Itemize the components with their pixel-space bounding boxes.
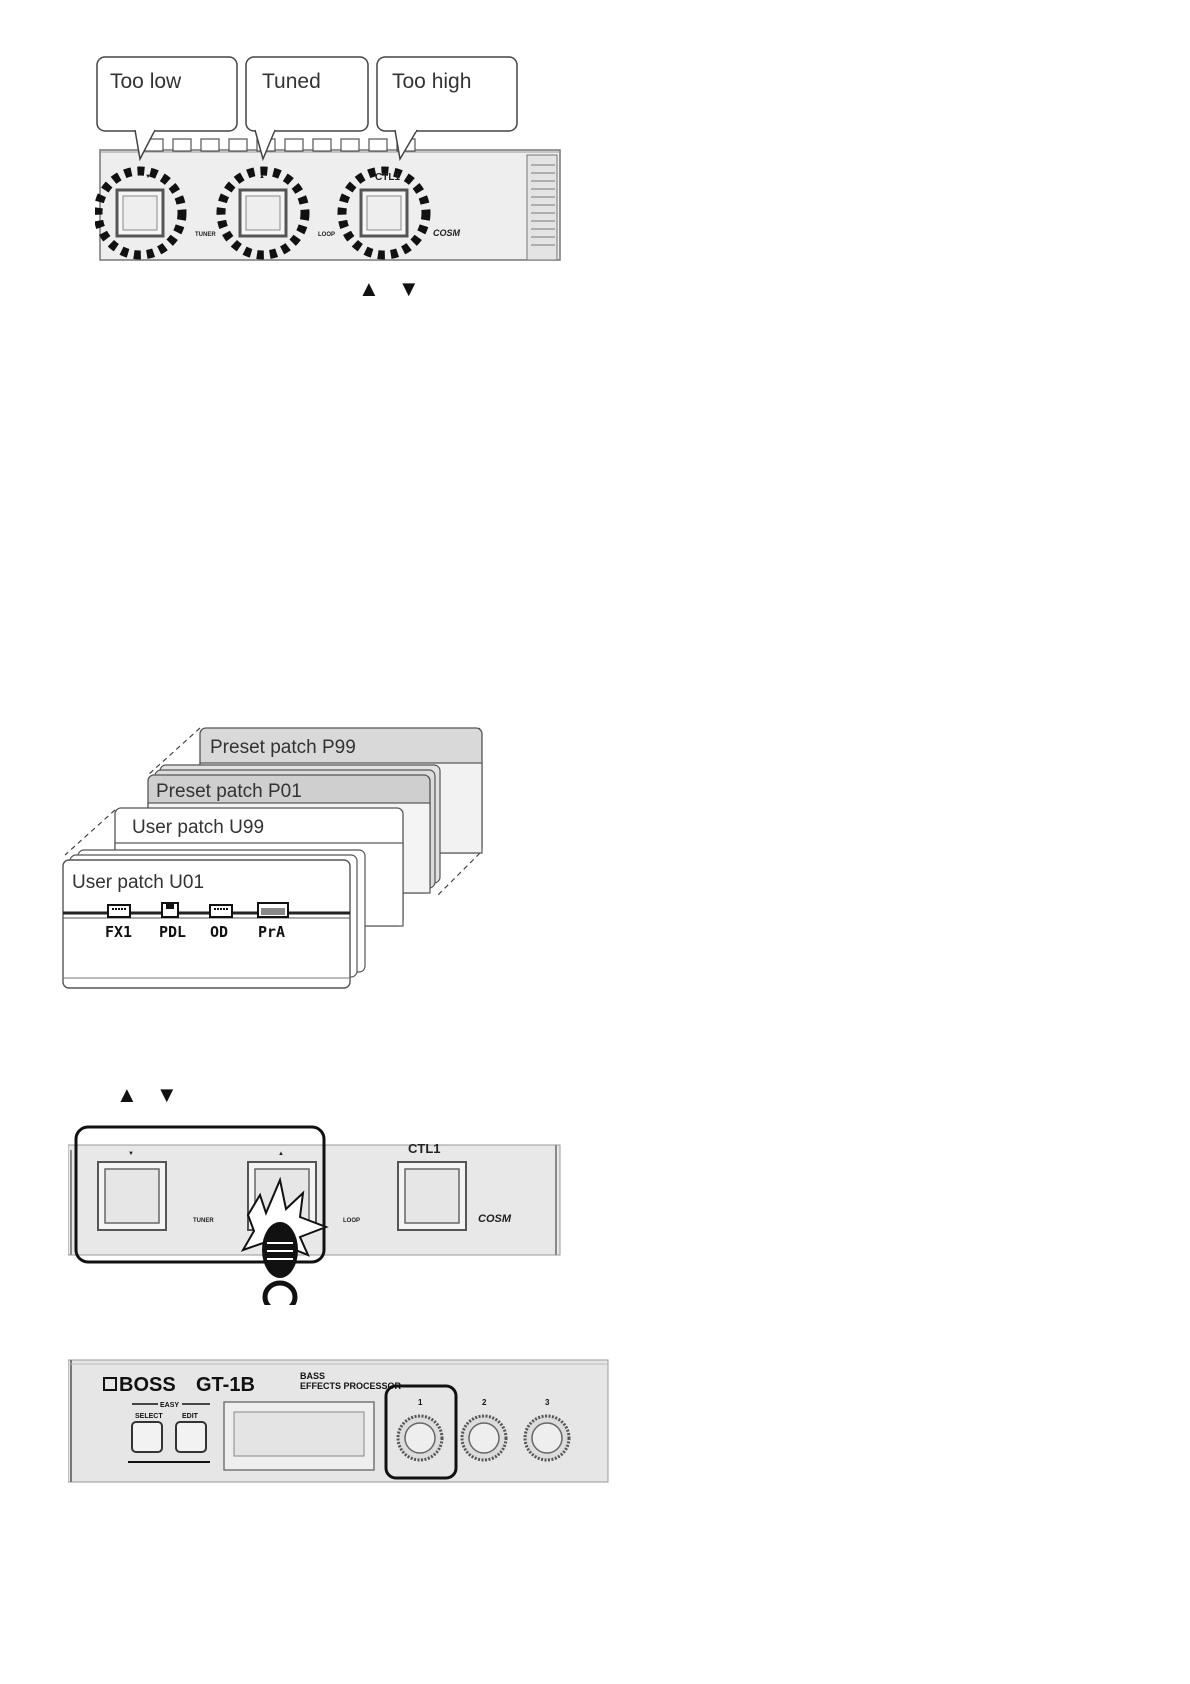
loop-label: LOOP — [318, 232, 335, 238]
panel-figure: BOSS GT-1B BASS EFFECTS PROCESSOR EASY S… — [68, 1358, 613, 1486]
callout-too-low-text: Too low — [110, 70, 182, 93]
up-mark: ▲ — [259, 174, 265, 180]
knob-2 — [462, 1416, 506, 1460]
callout-too-high: Too high — [377, 57, 517, 159]
callout-tuned-text: Tuned — [262, 70, 321, 93]
tuner-label: TUNER — [195, 232, 216, 238]
patch-u01: User patch U01 FX1 PDL OD PrA — [63, 860, 350, 988]
foot-icon — [262, 1222, 298, 1305]
select-button — [132, 1422, 162, 1452]
switch-figure: ▼ ▲ CTL1 TUNER LOOP COSM — [68, 1125, 568, 1305]
overdrive-icon-label: OD — [210, 923, 228, 941]
pedal-icon-label: PDL — [159, 923, 186, 941]
tuner-figure: ▼ ▲ CTL1 TUNER LOOP COSM Too low Tuned T… — [95, 55, 565, 315]
switch-pedal-ctl1 — [398, 1162, 466, 1230]
knob-1 — [398, 1416, 442, 1460]
patch-u01-label: User patch U01 — [72, 872, 204, 893]
switch-loop-label: LOOP — [343, 1218, 360, 1224]
fx-icon — [108, 905, 130, 917]
switch-pedal-down — [98, 1162, 166, 1230]
model-name: GT-1B — [196, 1374, 255, 1396]
edit-label: EDIT — [182, 1413, 199, 1420]
easy-label: EASY — [160, 1402, 179, 1409]
switch-tuner-label: TUNER — [193, 1218, 214, 1224]
select-label: SELECT — [135, 1413, 163, 1420]
subtitle-line1: BASS — [300, 1371, 325, 1381]
preamp-icon-label: PrA — [258, 923, 285, 941]
edit-button — [176, 1422, 206, 1452]
pedal-icon — [162, 903, 178, 917]
switch-arrows-caption: ▲ ▼ — [116, 1082, 184, 1108]
brand-name: BOSS — [119, 1374, 176, 1396]
patch-p99-label: Preset patch P99 — [210, 737, 356, 758]
ctl1-label: CTL1 — [375, 172, 400, 183]
switch-down-mark: ▼ — [128, 1151, 134, 1157]
knob-2-number: 2 — [482, 1398, 487, 1407]
overdrive-icon — [210, 905, 232, 917]
down-mark: ▼ — [145, 174, 151, 180]
fx-icon-label: FX1 — [105, 923, 132, 941]
patch-u99-label: User patch U99 — [132, 817, 264, 838]
knob-3-number: 3 — [545, 1398, 550, 1407]
subtitle-line2: EFFECTS PROCESSOR — [300, 1381, 402, 1391]
switch-up-mark: ▲ — [278, 1151, 284, 1157]
knob-3 — [525, 1416, 569, 1460]
tuner-arrows-caption: ▲ ▼ — [358, 276, 426, 302]
preamp-icon — [258, 903, 288, 917]
knob-1-number: 1 — [418, 1398, 423, 1407]
switch-cosm-logo: COSM — [478, 1213, 512, 1225]
cosm-logo: COSM — [433, 228, 461, 238]
callout-too-high-text: Too high — [392, 70, 471, 93]
patch-p01-label: Preset patch P01 — [156, 781, 302, 802]
patch-figure: Preset patch P99 Preset patch P01 User p… — [60, 725, 500, 995]
switch-ctl1-label: CTL1 — [408, 1141, 441, 1156]
